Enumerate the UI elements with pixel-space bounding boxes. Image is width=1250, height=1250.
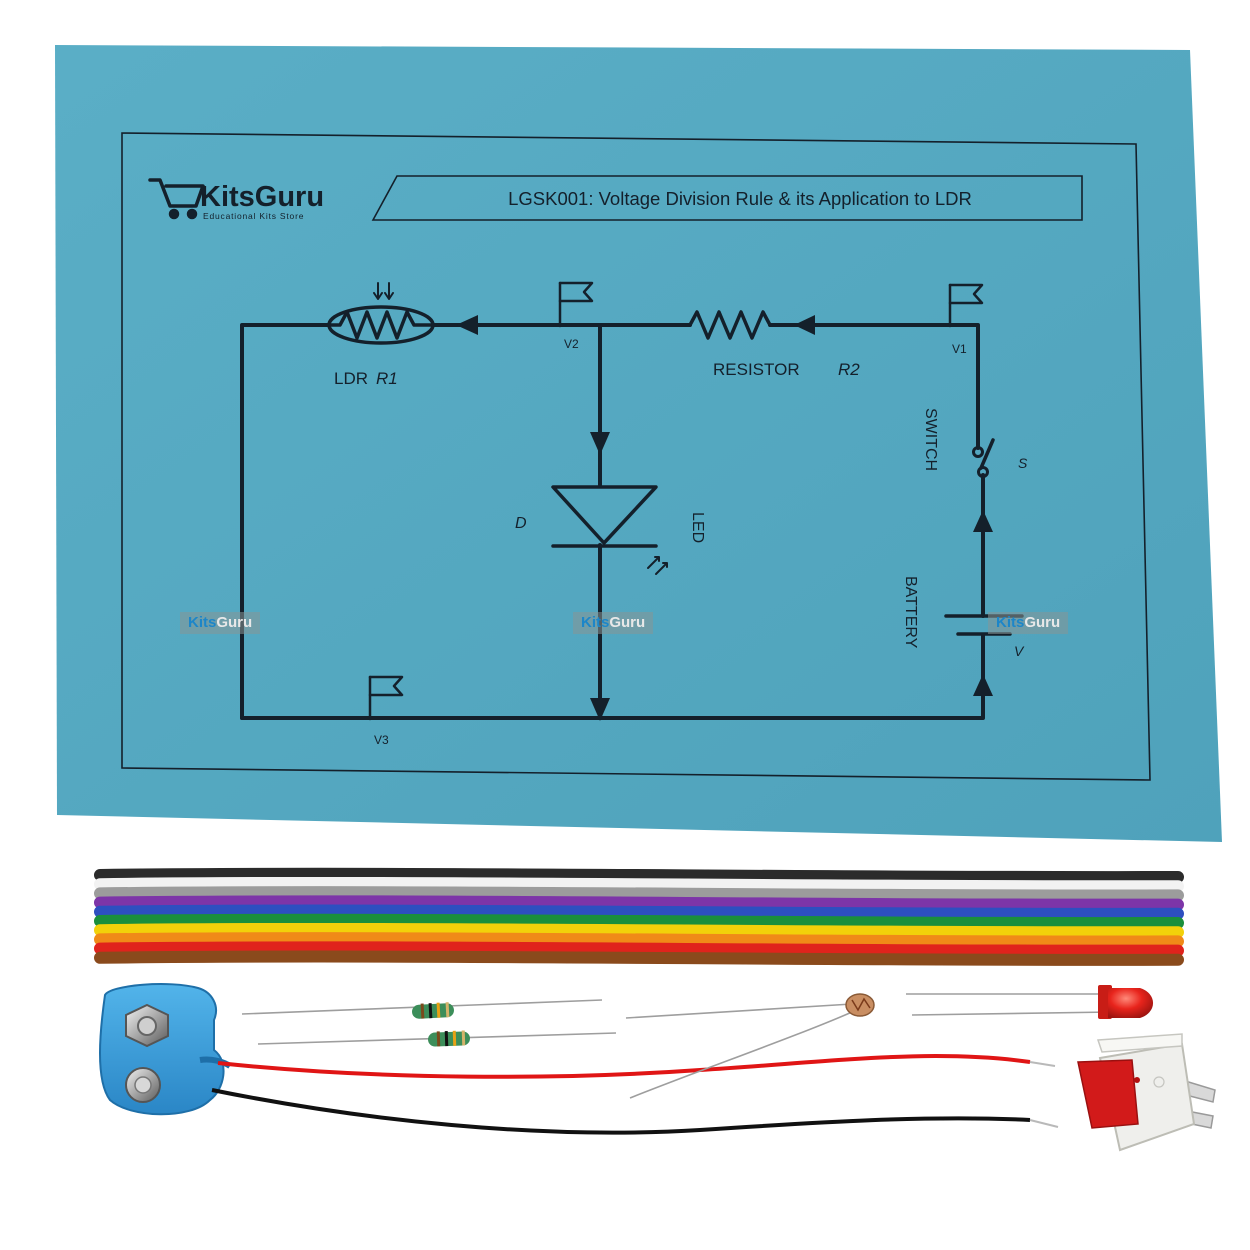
arrow-down-2 — [590, 698, 610, 721]
arrow-left-2 — [794, 315, 815, 335]
ribbon-strand — [94, 895, 1184, 911]
flag-v2 — [558, 281, 594, 328]
ribbon-cable-icon — [94, 867, 1184, 966]
brand-name: KitsGuru — [200, 181, 324, 213]
ribbon-strand — [94, 913, 1184, 930]
ldr-label: LDR — [334, 369, 368, 388]
arrow-down-1 — [590, 432, 610, 455]
switch-rocker-red — [1077, 1059, 1139, 1129]
red-led-icon — [906, 985, 1154, 1019]
black-wire-icon — [211, 1088, 1031, 1135]
ribbon-strand — [94, 904, 1184, 920]
schematic-labels: LDR R1 RESISTOR R2 SWITCH S LED D BATTER… — [334, 337, 1028, 747]
current-arrows — [456, 315, 993, 721]
red-wire-icon — [217, 1054, 1031, 1079]
arrow-up-2 — [973, 674, 993, 696]
circuit-sheet: KitsGuru Educational Kits Store LGSK001:… — [55, 45, 1222, 842]
watermark-right: KitsGuru — [988, 612, 1069, 634]
resistor-symbol — [688, 310, 772, 340]
node-v2-label: V2 — [564, 337, 579, 351]
ribbon-strand — [94, 876, 1184, 893]
battery-snap-connector-icon — [99, 983, 232, 1116]
watermark-center: KitsGuru — [573, 612, 654, 634]
ribbon-strand — [94, 941, 1184, 957]
led-diode-symbol — [551, 485, 668, 575]
arrow-left-1 — [456, 315, 478, 335]
ribbon-strand — [94, 932, 1184, 948]
node-v3-label: V3 — [374, 733, 389, 747]
led-label: LED — [689, 512, 706, 543]
rocker-switch-icon — [1077, 1033, 1216, 1152]
resistor-icon — [257, 1030, 617, 1047]
cart-icon — [148, 178, 205, 220]
red-wire-tip — [1029, 1061, 1056, 1067]
sheet-paper — [55, 45, 1222, 842]
switch-symbol — [972, 438, 995, 478]
brand-tagline: Educational Kits Store — [203, 211, 304, 221]
diode-symbol-label: D — [515, 515, 527, 532]
ldr-symbol-label: R1 — [376, 369, 398, 388]
resistor-symbol-label: R2 — [838, 360, 860, 379]
ldr-icon — [625, 993, 875, 1099]
black-wire-tip — [1029, 1119, 1059, 1128]
wire-top-left — [240, 323, 330, 720]
ribbon-strand — [94, 867, 1184, 884]
switch-marking — [1153, 1076, 1165, 1088]
light-arrows-icon — [373, 282, 394, 300]
sheet-title: LGSK001: Voltage Division Rule & its App… — [508, 188, 972, 209]
battery-symbol-label: V — [1014, 643, 1025, 659]
flag-v3 — [368, 675, 404, 721]
battery-label: BATTERY — [902, 576, 919, 649]
flag-v1 — [948, 283, 984, 328]
switch-label: SWITCH — [922, 408, 939, 471]
ribbon-strand — [94, 950, 1184, 966]
node-v1-label: V1 — [952, 342, 967, 356]
title-frame: LGSK001: Voltage Division Rule & its App… — [371, 175, 1083, 221]
resistor-icon — [241, 999, 603, 1019]
watermark-left: KitsGuru — [180, 612, 261, 634]
arrow-up-1 — [973, 510, 993, 532]
circuit-schematic — [240, 281, 1024, 721]
ribbon-strand — [94, 922, 1184, 939]
ribbon-strand — [94, 886, 1184, 902]
resistor-label: RESISTOR — [713, 360, 800, 379]
switch-symbol-label: S — [1018, 455, 1028, 471]
wire-top-right — [768, 323, 980, 450]
sheet-border — [121, 132, 1151, 781]
wire-right-low — [240, 634, 985, 720]
kitsguru-logo: KitsGuru Educational Kits Store — [148, 178, 324, 221]
light-emission-icon — [647, 556, 668, 575]
